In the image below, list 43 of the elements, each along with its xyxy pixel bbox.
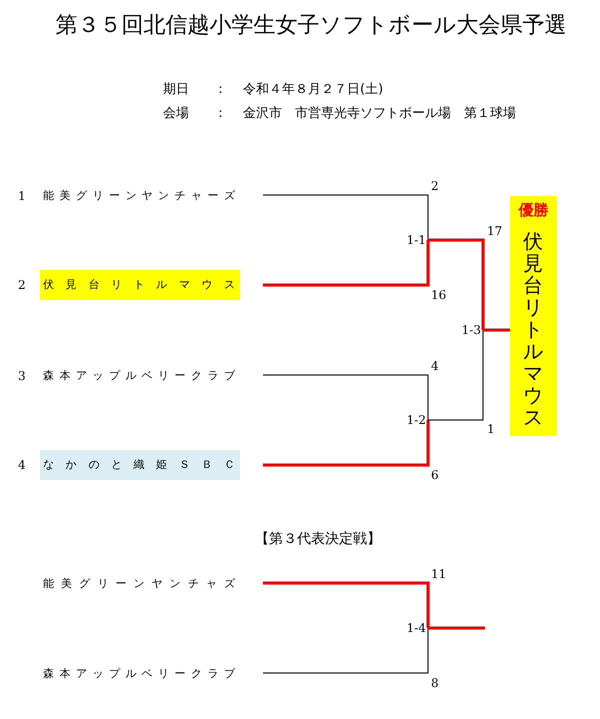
champion-heading: 優勝 bbox=[517, 201, 550, 220]
champion-box bbox=[510, 196, 557, 436]
team-name: 森本アップルベリークラブ bbox=[40, 365, 240, 387]
bracket-line bbox=[428, 626, 485, 630]
match-number: 1-1 bbox=[402, 232, 428, 248]
bracket-line bbox=[428, 238, 484, 330]
bracket-line bbox=[262, 374, 428, 420]
team-name: 能美グリーンヤンチャーズ bbox=[40, 185, 240, 207]
separator: ： bbox=[214, 105, 227, 122]
field-label: 会場 bbox=[163, 105, 189, 122]
score-label: 6 bbox=[431, 468, 439, 482]
bracket-line bbox=[263, 240, 430, 286]
bracket-line bbox=[262, 628, 428, 674]
separator: ： bbox=[214, 81, 227, 98]
team-name: 森本アップルベリークラブ bbox=[40, 663, 240, 685]
score-label: 16 bbox=[431, 288, 446, 302]
champion-name: 伏見台リトルマウス bbox=[522, 230, 544, 428]
seed-number: 2 bbox=[18, 277, 26, 294]
score-label: 17 bbox=[487, 224, 502, 238]
field-label: 期日 bbox=[163, 81, 189, 98]
bracket-line bbox=[428, 330, 484, 420]
seed-number: 1 bbox=[18, 188, 26, 205]
seed-number: 3 bbox=[18, 368, 26, 385]
bracket-line bbox=[263, 582, 430, 628]
match-number: 1-2 bbox=[402, 412, 428, 428]
date-text: 令和４年８月２７日(土) bbox=[243, 81, 384, 98]
score-label: 1 bbox=[487, 422, 495, 436]
bracket-line bbox=[263, 420, 430, 466]
team-name: 能美グリーンヤンチャズ bbox=[40, 573, 240, 595]
team-name-box: なかのと織姫ＳＢＣ bbox=[40, 450, 240, 480]
score-label: 4 bbox=[431, 359, 439, 373]
match-number: 1-4 bbox=[402, 620, 428, 636]
match-number: 1-3 bbox=[457, 322, 483, 338]
score-label: 2 bbox=[431, 179, 439, 193]
seed-number: 4 bbox=[18, 457, 26, 474]
score-label: 8 bbox=[431, 676, 439, 690]
bracket-line bbox=[483, 328, 510, 332]
score-label: 11 bbox=[431, 567, 446, 581]
team-name-box: 伏見台リトルマウス bbox=[40, 270, 240, 300]
bracket-line bbox=[262, 194, 428, 240]
venue-text: 金沢市 市営専光寺ソフトボール場 第１球場 bbox=[243, 105, 516, 122]
section-heading: 【第３代表決定戦】 bbox=[255, 530, 381, 548]
title: 第３５回北信越小学生女子ソフトボール大会県予選 bbox=[54, 12, 568, 40]
